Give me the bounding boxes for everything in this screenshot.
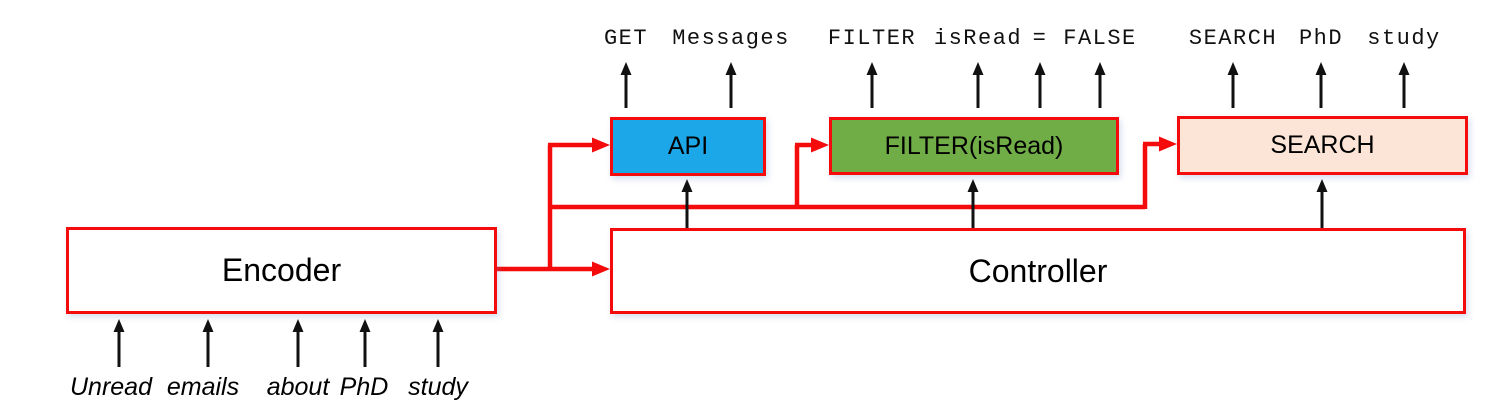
output-token: PhD [1298,26,1344,51]
output-token: GET [603,26,649,51]
output-token-arrows [620,62,1410,108]
input-token: about [266,373,330,401]
node-filter-label: FILTER(isRead) [884,131,1064,160]
output-token: study [1367,26,1441,51]
node-search: SEARCH [1177,116,1468,175]
input-token: emails [166,373,240,401]
output-token: = [1032,26,1048,51]
node-search-label: SEARCH [1270,131,1375,159]
output-token: Messages [672,26,790,51]
node-encoder-label: Encoder [221,252,342,288]
output-token: FALSE [1063,26,1137,51]
node-controller-label: Controller [968,252,1108,289]
input-token: Unread [70,373,152,401]
node-api: API [610,117,766,176]
red-connectors [496,136,1177,277]
node-controller: Controller [610,228,1466,314]
input-token: study [408,373,468,401]
input-token: PhD [339,373,389,401]
node-encoder: Encoder [66,227,497,314]
node-filter: FILTER(isRead) [829,117,1119,175]
output-token: SEARCH [1188,26,1278,51]
node-api-label: API [667,132,709,160]
output-token: isRead [933,26,1023,51]
controller-to-box-arrows [681,179,1328,228]
input-token-arrows [113,319,444,367]
output-token: FILTER [827,26,917,51]
